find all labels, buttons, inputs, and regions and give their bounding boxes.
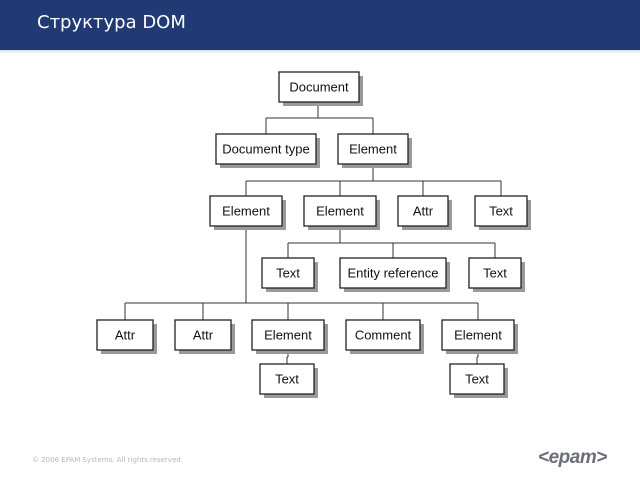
slide-title: Структура DOM xyxy=(37,12,186,33)
title-bar-divider xyxy=(0,50,640,54)
node-text3: Text xyxy=(259,363,318,398)
node-box xyxy=(397,195,449,227)
node-box xyxy=(468,257,522,289)
node-label: Element xyxy=(222,204,270,219)
node-box xyxy=(303,195,377,227)
node-text1: Text xyxy=(261,257,318,292)
node-attr0: Attr xyxy=(397,195,452,230)
node-label: Attr xyxy=(193,328,214,343)
node-box xyxy=(96,319,154,351)
node-box xyxy=(174,319,232,351)
node-entref: Entity reference xyxy=(339,257,450,292)
node-box xyxy=(449,363,505,395)
node-label: Text xyxy=(276,266,300,281)
node-el1: Element xyxy=(209,195,286,230)
node-doctype: Document type xyxy=(215,133,320,168)
node-el3: Element xyxy=(251,319,328,354)
node-comment: Comment xyxy=(345,319,424,354)
node-label: Entity reference xyxy=(347,266,438,281)
node-label: Text xyxy=(275,372,299,387)
node-label: Comment xyxy=(355,328,412,343)
node-box xyxy=(337,133,409,165)
node-box xyxy=(261,257,315,289)
node-box xyxy=(209,195,283,227)
node-label: Element xyxy=(264,328,312,343)
node-attr1: Attr xyxy=(96,319,157,354)
node-label: Document xyxy=(289,80,349,95)
copyright-notice: © 2006 EPAM Systems. All rights reserved… xyxy=(32,456,183,464)
node-box xyxy=(339,257,447,289)
node-box xyxy=(345,319,421,351)
company-logo: <epam> xyxy=(538,447,607,468)
node-label: Text xyxy=(483,266,507,281)
node-label: Attr xyxy=(413,204,434,219)
node-label: Element xyxy=(349,142,397,157)
node-label: Element xyxy=(454,328,502,343)
node-doc: Document xyxy=(278,71,363,106)
node-box xyxy=(474,195,528,227)
node-label: Text xyxy=(465,372,489,387)
node-box xyxy=(251,319,325,351)
node-label: Attr xyxy=(115,328,136,343)
node-text2: Text xyxy=(468,257,525,292)
node-attr2: Attr xyxy=(174,319,235,354)
node-el4: Element xyxy=(441,319,518,354)
node-box xyxy=(215,133,317,165)
tree-edges xyxy=(124,102,502,364)
node-box xyxy=(441,319,515,351)
node-text4: Text xyxy=(449,363,508,398)
node-label: Text xyxy=(489,204,513,219)
node-label: Element xyxy=(316,204,364,219)
node-box xyxy=(259,363,315,395)
node-label: Document type xyxy=(222,142,309,157)
node-root: Element xyxy=(337,133,412,168)
node-el2: Element xyxy=(303,195,380,230)
node-box xyxy=(278,71,360,103)
node-text0: Text xyxy=(474,195,531,230)
